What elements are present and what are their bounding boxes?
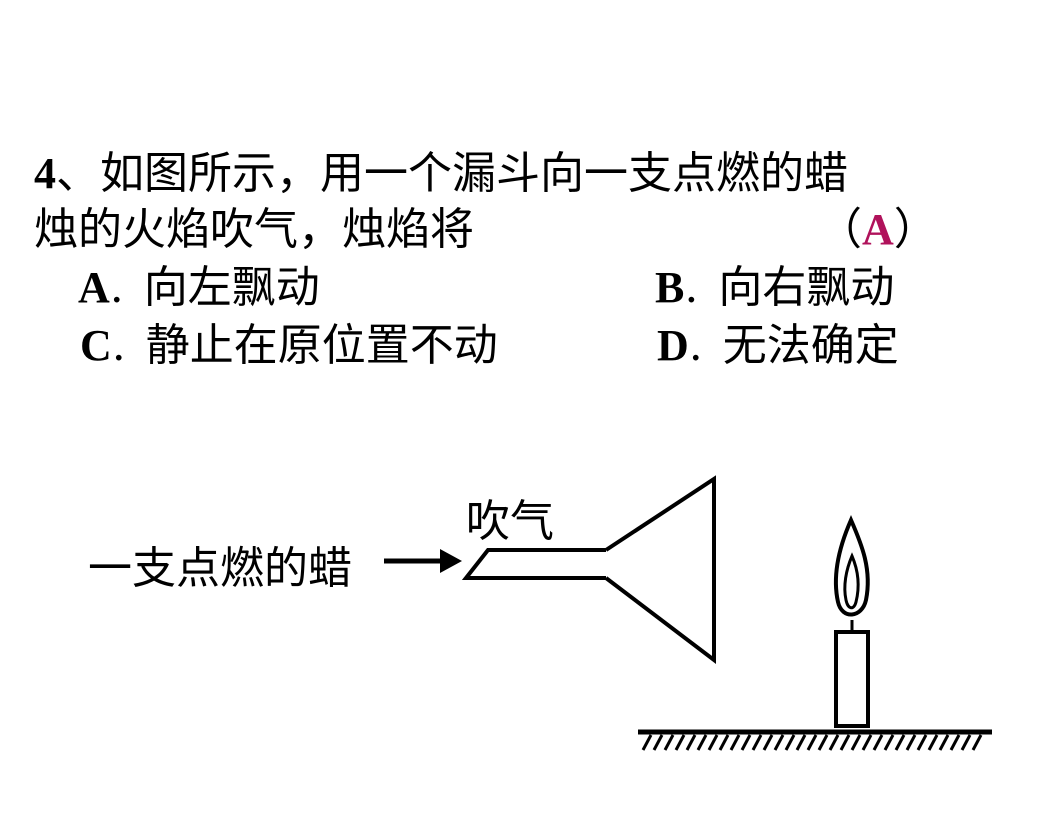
option-b-text: 向右飘动 — [718, 262, 895, 313]
candle-body — [834, 630, 870, 728]
option-d-sep: . — [688, 320, 703, 371]
candle-label: 一支点燃的蜡 — [88, 543, 352, 594]
option-a-text: 向左飘动 — [143, 262, 320, 313]
ground-hatch-mark — [641, 734, 653, 751]
ground-hatch-mark — [806, 734, 818, 751]
ground-hatch-mark — [773, 734, 785, 751]
question-line-2: 烛的火焰吹气，烛焰将 — [34, 208, 474, 252]
ground-hatch-mark — [674, 734, 686, 751]
option-a-sep: . — [109, 262, 124, 313]
option-c-letter: C — [80, 321, 112, 370]
flame-icon — [833, 515, 870, 617]
ground-hatch-mark — [960, 734, 972, 751]
answer-letter: A — [862, 205, 894, 254]
option-b-sep: . — [684, 262, 699, 313]
question-text-1: 、如图所示，用一个漏斗向一支点燃的蜡 — [56, 148, 848, 199]
ground-hatch-mark — [850, 734, 862, 751]
option-d: D.无法确定 — [657, 324, 899, 368]
ground-hatch-mark — [762, 734, 774, 751]
option-a-letter: A — [78, 263, 110, 312]
ground-hatch-mark — [707, 734, 719, 751]
question-text-2: 烛的火焰吹气，烛焰将 — [34, 204, 474, 255]
option-c-sep: . — [111, 320, 126, 371]
option-d-letter: D — [657, 321, 689, 370]
ground-hatch-mark — [861, 734, 873, 751]
ground-hatch-mark — [916, 734, 928, 751]
ground-hatch-mark — [663, 734, 675, 751]
ground-hatch-mark — [883, 734, 895, 751]
ground-hatch-mark — [784, 734, 796, 751]
blow-label: 吹气 — [466, 496, 554, 547]
ground-hatch-mark — [828, 734, 840, 751]
ground-hatch-mark — [652, 734, 664, 751]
arrow-icon — [384, 549, 462, 573]
ground-hatch-mark — [905, 734, 917, 751]
ground-hatch-mark — [817, 734, 829, 751]
question-number: 4 — [34, 149, 56, 198]
ground-hatch-mark — [949, 734, 961, 751]
ground-hatch-mark — [718, 734, 730, 751]
ground-hatch-mark — [839, 734, 851, 751]
ground-hatch-mark — [927, 734, 939, 751]
ground-hatch-mark — [751, 734, 763, 751]
ground-hatch-mark — [795, 734, 807, 751]
question-line-1: 4、如图所示，用一个漏斗向一支点燃的蜡 — [34, 152, 848, 196]
ground-hatch-mark — [894, 734, 906, 751]
ground-hatch-mark — [971, 734, 983, 751]
ground-hatch-mark — [740, 734, 752, 751]
option-b-letter: B — [655, 263, 685, 312]
paren-close: ） — [893, 204, 938, 255]
option-c: C.静止在原位置不动 — [80, 324, 498, 368]
ground-hatch-mark — [872, 734, 884, 751]
ground — [638, 729, 992, 751]
option-b: B.向右飘动 — [655, 266, 894, 310]
option-d-text: 无法确定 — [722, 320, 899, 371]
funnel-icon — [461, 475, 716, 665]
ground-hatch-mark — [938, 734, 950, 751]
option-a: A.向左飘动 — [78, 266, 320, 310]
paren-open: （ — [818, 204, 862, 255]
option-c-text: 静止在原位置不动 — [145, 320, 498, 371]
ground-hatch-mark — [729, 734, 741, 751]
ground-hatch-mark — [685, 734, 697, 751]
answer-bracket: （A） — [818, 208, 938, 252]
ground-hatch-mark — [696, 734, 708, 751]
